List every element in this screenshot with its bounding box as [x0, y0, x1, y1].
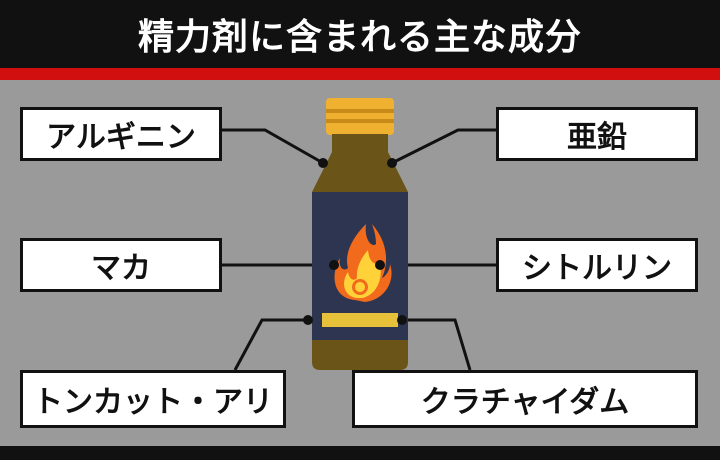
header-accent-bar [0, 68, 720, 80]
bottle-icon [312, 98, 408, 370]
label-krachaidam: クラチャイダム [352, 370, 698, 428]
connector-dot-arginine [318, 158, 328, 168]
connector-line-tongkat [233, 318, 308, 371]
page-title: 精力剤に含まれる主な成分 [137, 17, 582, 58]
page-header: 精力剤に含まれる主な成分 [0, 0, 720, 68]
footer-bar [0, 446, 720, 460]
connector-line-arginine [222, 128, 324, 165]
connector-line-krachaidam [402, 318, 472, 371]
label-maca: マカ [20, 238, 222, 292]
connector-dot-tongkat [303, 315, 313, 325]
label-arginine: アルギニン [20, 107, 222, 161]
connector-line-zinc [391, 128, 496, 165]
label-citrulline: シトルリン [496, 238, 698, 292]
label-tongkat-ali: トンカット・アリ [20, 370, 286, 428]
connector-dot-citrulline [375, 260, 385, 270]
connector-dot-zinc [387, 158, 397, 168]
connector-dot-maca [329, 260, 339, 270]
connector-dot-krachaidam [397, 315, 407, 325]
label-zinc: 亜鉛 [496, 107, 698, 161]
